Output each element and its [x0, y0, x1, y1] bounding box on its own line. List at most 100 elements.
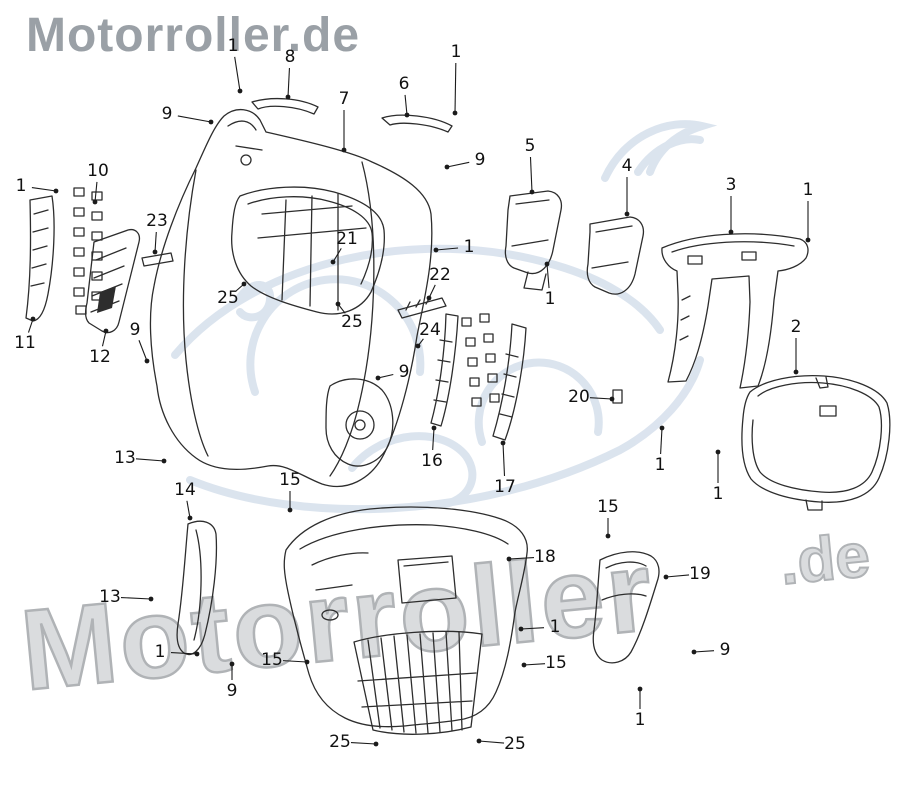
part-number-label: 7	[339, 89, 350, 109]
leader-dot	[285, 94, 291, 100]
part-number-label: 25	[504, 734, 526, 754]
part-number-label: 9	[720, 640, 731, 660]
leader-dot	[404, 112, 410, 118]
leader-line	[377, 373, 394, 379]
leader-dot	[529, 189, 535, 195]
leader-line	[350, 742, 377, 745]
leader-dot	[304, 659, 310, 665]
leader-dot	[605, 533, 611, 539]
part-number-label: 9	[475, 150, 486, 170]
watermark-scooter-logo-icon	[171, 120, 718, 514]
part-number-label: 15	[545, 653, 567, 673]
part-number-label: 12	[89, 347, 111, 367]
leader-line	[432, 427, 435, 451]
leader-dot	[521, 662, 527, 668]
part-number-label: 13	[114, 448, 136, 468]
site-watermark-header: Motorroller.de	[26, 9, 361, 62]
leader-line	[177, 115, 212, 123]
leader-dot	[426, 295, 432, 301]
part-number-label: 8	[285, 47, 296, 67]
part-number-label: 10	[87, 161, 109, 181]
part-drawing-lower-panel-18	[283, 506, 528, 735]
part-number-label: 15	[279, 470, 301, 490]
part-number-label: 25	[329, 732, 351, 752]
leader-dot	[330, 259, 336, 265]
leader-dot	[30, 316, 36, 322]
part-drawing-panel-19	[592, 551, 660, 664]
part-number-label: 1	[713, 484, 724, 504]
part-number-label: 22	[429, 265, 451, 285]
part-number-label: 1	[451, 42, 462, 62]
leader-line	[287, 67, 290, 98]
leader-line	[546, 263, 550, 289]
part-number-label: 25	[217, 288, 239, 308]
part-drawing-panel-3	[661, 233, 809, 389]
leader-line	[693, 650, 715, 653]
part-drawing-clips-17	[461, 313, 500, 407]
leader-line	[94, 181, 98, 203]
part-drawing-bracket-4	[586, 216, 645, 295]
part-drawing-clip-20	[612, 389, 623, 404]
leader-line	[523, 663, 546, 666]
part-number-label: 14	[174, 480, 196, 500]
leader-dot	[431, 425, 437, 431]
part-number-label: 23	[146, 211, 168, 231]
part-number-label: 6	[399, 74, 410, 94]
leader-dot	[229, 661, 235, 667]
part-number-label: 1	[550, 617, 561, 637]
leader-line	[135, 458, 165, 462]
leader-dot	[452, 110, 458, 116]
leader-line	[435, 247, 459, 251]
part-number-label: 9	[227, 681, 238, 701]
part-number-label: 1	[803, 180, 814, 200]
leader-dot	[715, 449, 721, 455]
part-drawing-slat-16	[430, 313, 459, 427]
leader-line	[31, 187, 57, 192]
part-number-label: 17	[494, 477, 516, 497]
leader-dot	[53, 188, 59, 194]
leader-dot	[476, 738, 482, 744]
leader-dot	[187, 515, 193, 521]
leader-line	[428, 284, 436, 299]
part-number-label: 9	[130, 320, 141, 340]
part-drawing-bracket-5	[504, 190, 563, 291]
part-drawing-cover-2	[741, 374, 891, 511]
leader-dot	[241, 281, 247, 287]
part-drawing-bar-23	[141, 252, 174, 267]
leader-line	[520, 627, 545, 630]
leader-dot	[624, 211, 630, 217]
leader-line	[234, 56, 241, 92]
part-number-label: 4	[622, 156, 633, 176]
leader-line	[154, 231, 157, 253]
part-number-label: 1	[16, 176, 27, 196]
part-drawing-trim-strip-6	[381, 114, 453, 133]
part-number-label: 21	[336, 229, 358, 249]
part-number-label: 16	[421, 451, 443, 471]
leader-dot	[341, 147, 347, 153]
part-number-label: 2	[791, 317, 802, 337]
part-number-label: 5	[525, 136, 536, 156]
leader-dot	[152, 249, 158, 255]
part-number-label: 1	[155, 642, 166, 662]
leader-dot	[544, 261, 550, 267]
leader-dot	[92, 199, 98, 205]
leader-line	[454, 62, 457, 114]
leader-dot	[161, 458, 167, 464]
part-drawing-strip-11	[25, 195, 55, 322]
leader-dot	[415, 343, 421, 349]
leader-dot	[506, 556, 512, 562]
leader-line	[186, 500, 191, 519]
leader-dot	[237, 88, 243, 94]
part-number-label: 15	[261, 650, 283, 670]
part-number-label: 19	[689, 564, 711, 584]
part-drawing-trim-strip-8	[251, 97, 319, 115]
leader-dot	[500, 440, 506, 446]
part-drawing-main-fairing	[149, 109, 433, 488]
part-drawing-slat-17	[492, 323, 527, 441]
leader-line	[508, 557, 535, 560]
part-number-label: 1	[655, 455, 666, 475]
part-number-label: 24	[419, 320, 441, 340]
